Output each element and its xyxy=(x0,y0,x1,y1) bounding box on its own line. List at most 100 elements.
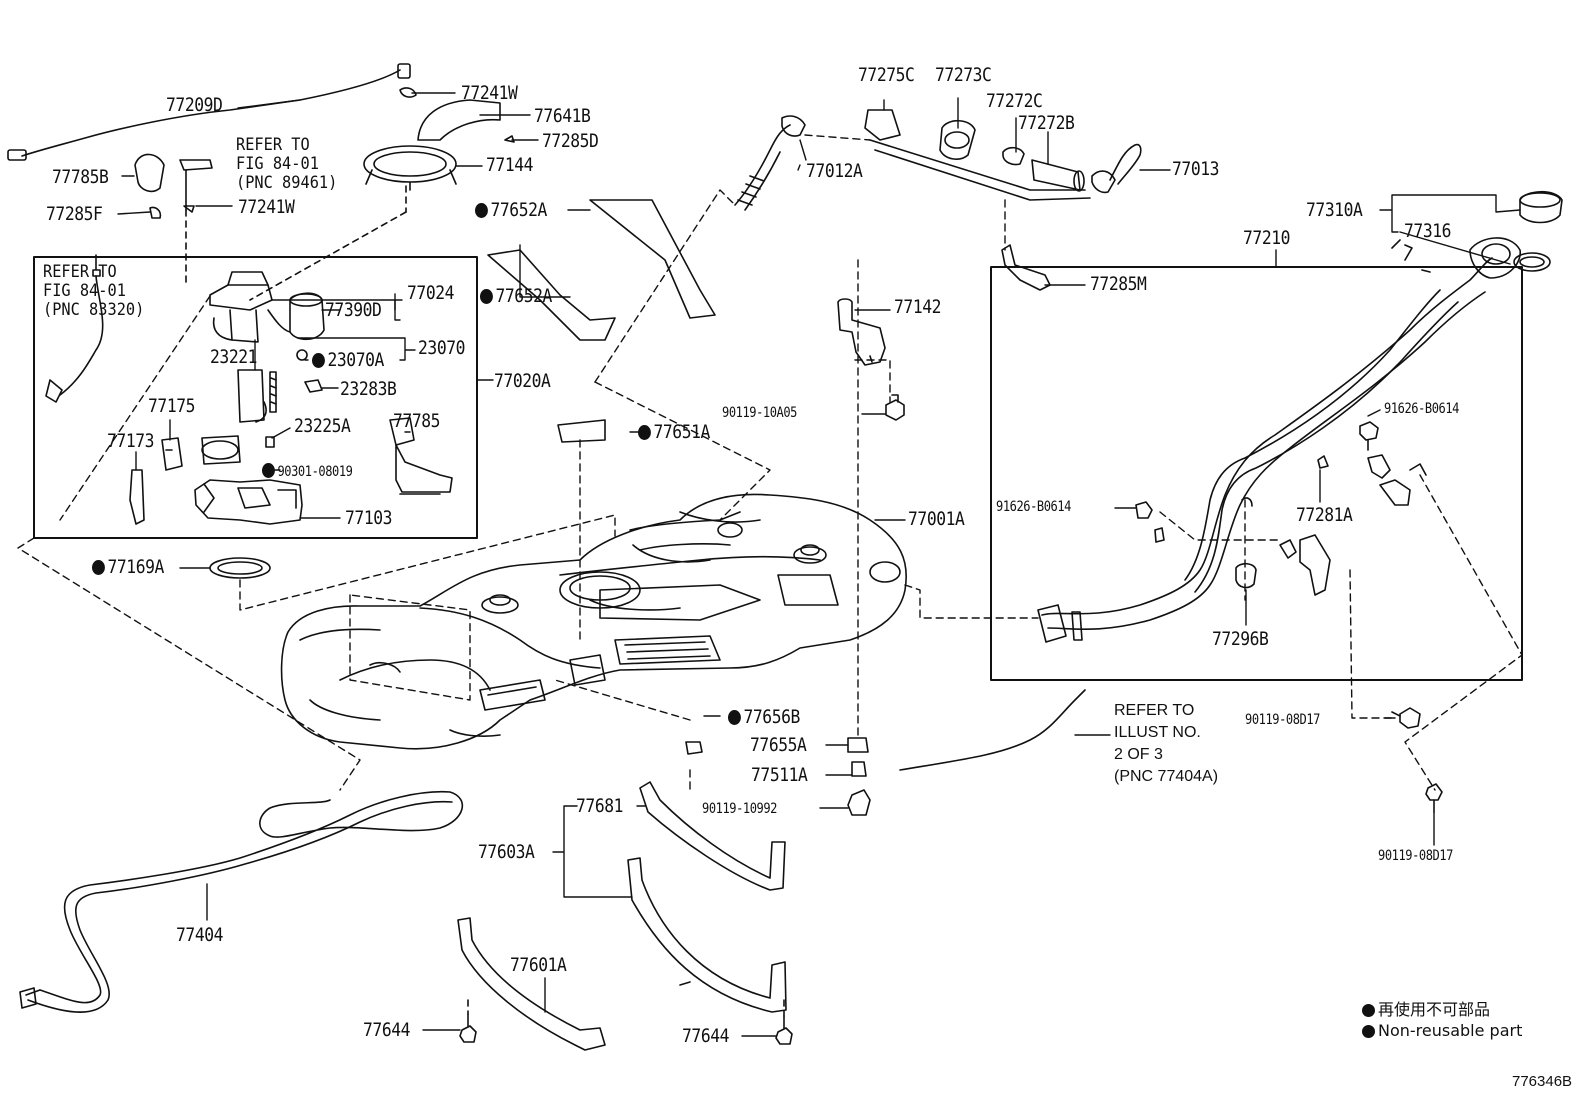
label-77142: 77142 xyxy=(894,296,942,318)
label-90301-08019: 90301-08019 xyxy=(262,463,353,479)
tube-77404 xyxy=(25,790,464,1004)
label-77241W-bottom: 77241W xyxy=(238,196,295,218)
label-77601A: 77601A xyxy=(510,954,567,976)
label-77281A: 77281A xyxy=(1296,504,1353,526)
label-77209D: 77209D xyxy=(166,94,223,116)
pump-23221 xyxy=(237,369,265,423)
label-77273C: 77273C xyxy=(935,64,992,86)
label-77173: 77173 xyxy=(107,430,155,452)
label-90119-08D17-lower: 90119-08D17 xyxy=(1378,848,1454,864)
label-77641B: 77641B xyxy=(534,105,591,127)
strap-77652A-bottom xyxy=(487,249,616,341)
bolt-77644-b xyxy=(775,1015,793,1045)
label-90119-08D17-upper: 90119-08D17 xyxy=(1245,712,1321,728)
hose-77012A xyxy=(734,124,791,206)
label-77785: 77785 xyxy=(393,410,441,432)
reference-note-pnc-83320: REFER TO FIG 84-01 (PNC 83320) xyxy=(43,262,145,320)
wire-77209D xyxy=(21,69,401,157)
label-77175: 77175 xyxy=(148,395,196,417)
label-77681: 77681 xyxy=(576,795,624,817)
label-77785B: 77785B xyxy=(52,166,109,188)
legend-en: Non-reusable part xyxy=(1362,1021,1522,1040)
label-77272B: 77272B xyxy=(1018,112,1075,134)
label-77644-left: 77644 xyxy=(363,1019,411,1041)
reference-note-pnc-77404a: REFER TO ILLUST NO. 2 OF 3 (PNC 77404A) xyxy=(1114,702,1219,785)
fuel-tank-shape xyxy=(280,493,907,750)
label-77275C: 77275C xyxy=(858,64,915,86)
label-77103: 77103 xyxy=(345,507,393,529)
strap-77601A xyxy=(457,917,606,1051)
strap-77652A-top xyxy=(589,199,716,319)
label-77012A: 77012A xyxy=(806,160,863,182)
label-23225A: 23225A xyxy=(294,415,351,437)
label-77511A: 77511A xyxy=(751,764,808,786)
non-reusable-dot xyxy=(480,289,493,304)
label-77404: 77404 xyxy=(176,924,224,946)
label-77020A: 77020A xyxy=(494,370,551,392)
bolt-91626-B0614-b xyxy=(1135,501,1153,519)
grommet-77275C xyxy=(864,109,901,141)
tube-77272B xyxy=(1031,159,1081,191)
clamp-77272C xyxy=(1002,146,1025,166)
label-77285M: 77285M xyxy=(1090,273,1147,295)
label-23070: 23070 xyxy=(418,337,466,359)
strap-77603A xyxy=(627,857,787,1013)
label-77285F: 77285F xyxy=(46,203,103,225)
reference-note-pnc-89461: REFER TO FIG 84-01 (PNC 89461) xyxy=(236,135,338,193)
non-reusable-dot xyxy=(638,425,651,440)
gasket-77169A xyxy=(209,557,271,579)
legend-jp: 再使用不可部品 xyxy=(1362,996,1490,1020)
non-reusable-dot xyxy=(475,203,488,218)
clip-77241W xyxy=(399,87,417,98)
bolt-90119-10A05 xyxy=(885,394,905,421)
bracket-77142 xyxy=(837,298,886,366)
label-23221: 23221 xyxy=(210,346,258,368)
label-91626-B0614-right: 91626-B0614 xyxy=(1384,401,1460,417)
grommet-77273C xyxy=(939,119,976,160)
sender-77173 xyxy=(129,469,145,525)
label-77285D: 77285D xyxy=(542,130,599,152)
bolt-91626-B0614-a xyxy=(1359,421,1379,441)
non-reusable-dot xyxy=(262,463,275,478)
label-77272C: 77272C xyxy=(986,90,1043,112)
legend-dot xyxy=(1362,1025,1375,1038)
non-reusable-dot xyxy=(312,353,325,368)
clip-77296B xyxy=(1235,562,1257,589)
gasket-77316 xyxy=(1513,252,1551,272)
retainer-77641B xyxy=(417,99,501,141)
label-77316: 77316 xyxy=(1404,220,1452,242)
gauge-77175 xyxy=(161,437,183,471)
label-77390D: 77390D xyxy=(325,299,382,321)
label-77241W-top: 77241W xyxy=(461,82,518,104)
label-77644-right: 77644 xyxy=(682,1025,730,1047)
label-90119-10A05: 90119-10A05 xyxy=(722,405,798,421)
label-77651A: 77651A xyxy=(638,423,710,442)
pump-assembly-box xyxy=(33,256,478,539)
legend-dot xyxy=(1362,1004,1375,1017)
strap-77681 xyxy=(639,781,786,891)
filler-pipe-box xyxy=(990,266,1523,681)
pump-module-77024 xyxy=(209,271,325,343)
label-77013: 77013 xyxy=(1172,158,1220,180)
clip-77785B xyxy=(134,153,165,193)
label-77024: 77024 xyxy=(407,282,455,304)
label-77310A: 77310A xyxy=(1306,199,1363,221)
non-reusable-dot xyxy=(728,710,741,725)
filler-pipe-77210 xyxy=(1037,237,1521,643)
label-90119-10992: 90119-10992 xyxy=(702,801,778,817)
label-77656B: 77656B xyxy=(728,708,800,727)
figure-id: 776346B xyxy=(1512,1073,1573,1090)
label-77603A: 77603A xyxy=(478,841,535,863)
pump-body-77103 xyxy=(194,479,303,525)
label-77210: 77210 xyxy=(1243,227,1291,249)
label-77652A-bottom: 77652A xyxy=(480,287,552,306)
label-77655A: 77655A xyxy=(750,734,807,756)
label-91626-B0614-left: 91626-B0614 xyxy=(996,499,1072,515)
label-77652A-top: 77652A xyxy=(475,201,547,220)
label-23283B: 23283B xyxy=(340,378,397,400)
bolt-77644-a xyxy=(459,1013,477,1043)
label-77001A: 77001A xyxy=(908,508,965,530)
label-77296B: 77296B xyxy=(1212,628,1269,650)
